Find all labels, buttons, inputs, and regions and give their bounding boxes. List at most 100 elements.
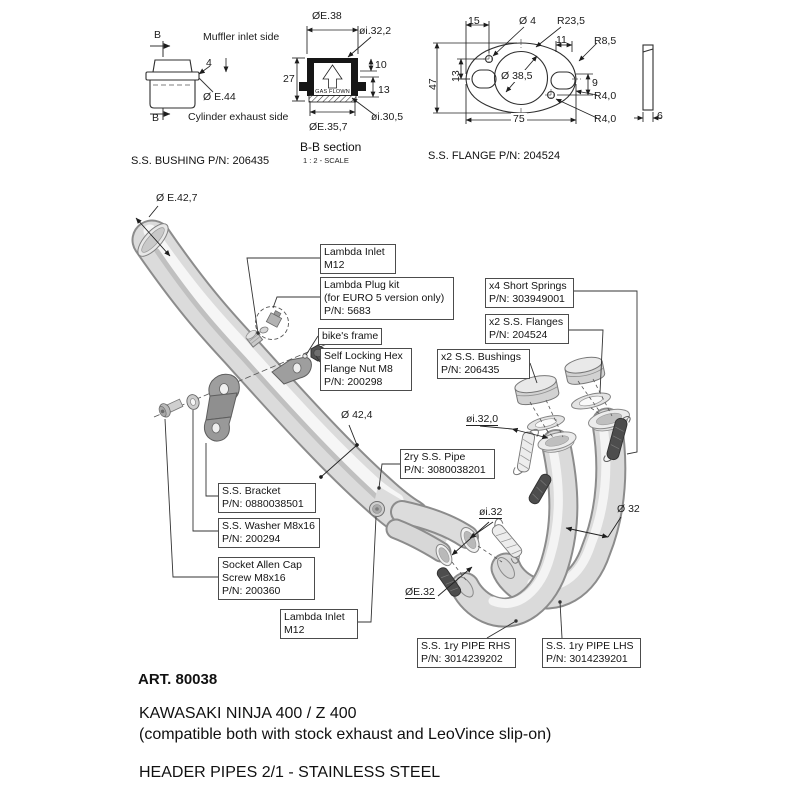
dim-e357: ØE.35,7 <box>309 121 348 133</box>
dim-32: Ø 32 <box>617 503 640 515</box>
pipe-mount-tab <box>271 356 312 385</box>
bb-dimensions <box>292 26 379 117</box>
callout-line: S.S. 1ry PIPE RHS <box>421 640 511 652</box>
dim-e38: ØE.38 <box>312 10 342 22</box>
flange-caption: S.S. FLANGE P/N: 204524 <box>428 150 561 162</box>
collector-port-lower <box>435 543 453 567</box>
callout-ss-flanges: x2 S.S. Flanges P/N: 204524 <box>485 314 569 344</box>
lambda-boss-upper <box>245 329 264 348</box>
spring-dark-2 <box>436 567 462 597</box>
callout-ss-washer: S.S. Washer M8x16 P/N: 200294 <box>218 518 320 548</box>
callout-line: M12 <box>284 624 305 636</box>
callout-secondary-pipe: 2ry S.S. Pipe P/N: 3080038201 <box>400 449 495 479</box>
compatibility-line: (compatible both with stock exhaust and … <box>139 726 552 743</box>
callout-line: (for EURO 5 version only) <box>324 292 445 304</box>
spring-outlined-1 <box>513 428 539 476</box>
lambda-boss-lower <box>369 501 385 517</box>
dim-10: 10 <box>375 59 387 71</box>
lambda-plug-detail-circle <box>255 306 289 340</box>
flange-side-view <box>634 44 662 122</box>
ss-bushing-right <box>564 356 606 385</box>
callout-line: Lambda Inlet <box>324 246 385 258</box>
dim-15: 15 <box>468 15 480 27</box>
callout-line: Socket Allen Cap <box>222 559 302 571</box>
callout-line: Lambda Plug kit <box>324 279 400 291</box>
section-line-b <box>150 41 171 120</box>
callout-line: P/N: 200294 <box>222 533 281 545</box>
dim-center-dia: Ø 38,5 <box>499 70 535 82</box>
ss-bracket-part <box>203 373 240 442</box>
bracket-assembly <box>153 340 335 442</box>
lambda-plug-washer <box>259 326 269 334</box>
bushing-side-view <box>145 41 229 120</box>
callout-line: P/N: 0880038501 <box>222 498 304 510</box>
dim-r85: R8,5 <box>594 35 617 47</box>
collector-y <box>372 486 480 567</box>
callout-ss-bracket: S.S. Bracket P/N: 0880038501 <box>218 483 316 513</box>
callout-socket-screw: Socket Allen Cap Screw M8x16 P/N: 200360 <box>218 557 315 600</box>
dim-13: 13 <box>378 84 390 96</box>
dim-424: Ø 42,4 <box>341 409 373 421</box>
lambda-plug-part <box>265 310 283 328</box>
spring-outlined-2 <box>491 518 523 564</box>
dim-r40-2: R4,0 <box>594 113 617 125</box>
callout-line: Flange Nut M8 <box>324 363 393 375</box>
art-number: ART. 80038 <box>138 671 218 688</box>
callout-line: Screw M8x16 <box>222 572 286 584</box>
callout-line: P/N: 303949001 <box>489 293 565 305</box>
callout-short-springs: x4 Short Springs P/N: 303949001 <box>485 278 574 308</box>
callout-lambda-plug-kit: Lambda Plug kit (for EURO 5 version only… <box>320 277 454 320</box>
callout-line: P/N: 204524 <box>489 329 548 341</box>
primary-pipe-rhs <box>450 429 579 628</box>
dim-outer-dia-e44: Ø E.44 <box>203 91 236 103</box>
dim-r235: R23,5 <box>557 15 586 27</box>
dim-i32: øi.32 <box>479 506 503 519</box>
dim-13-flange: 13 <box>450 70 462 82</box>
cylinder-side-label: Cylinder exhaust side <box>188 111 289 123</box>
section-marker-top: B <box>154 29 162 41</box>
bb-section-view <box>292 26 379 117</box>
callout-line: P/N: 3014239202 <box>421 653 503 665</box>
callout-primary-pipe-lhs: S.S. 1ry PIPE LHS P/N: 3014239201 <box>542 638 641 668</box>
primary-pipe-lhs-end <box>497 557 515 579</box>
dim-i322: øi.32,2 <box>359 25 392 37</box>
bushing-caption: S.S. BUSHING P/N: 206435 <box>131 155 270 167</box>
ss-bushing-left <box>514 375 560 406</box>
dim-i305: øi.30,5 <box>371 111 404 123</box>
callout-bikes-frame: bike's frame <box>318 328 383 345</box>
leader-dots <box>256 331 562 623</box>
callout-line: P/N: 200298 <box>324 376 383 388</box>
callout-primary-pipe-rhs: S.S. 1ry PIPE RHS P/N: 3014239202 <box>417 638 516 668</box>
bb-section-caption: B-B section <box>300 140 362 154</box>
section-marker-bottom: B <box>152 112 160 124</box>
callout-self-locking-nut: Self Locking Hex Flange Nut M8 P/N: 2002… <box>320 348 412 391</box>
callout-line: x2 S.S. Bushings <box>441 351 521 363</box>
dim-hole-dia: Ø 4 <box>519 15 536 27</box>
callout-line: Self Locking Hex <box>324 350 403 362</box>
callout-line: P/N: 5683 <box>324 305 371 317</box>
dim-9: 9 <box>592 77 598 89</box>
washer <box>186 394 200 410</box>
callout-leaders <box>164 257 638 639</box>
callout-line: S.S. Bracket <box>222 485 281 497</box>
dim-6: 6 <box>657 110 663 122</box>
dim-47: 47 <box>427 78 439 90</box>
callout-line: S.S. 1ry PIPE LHS <box>546 640 634 652</box>
callout-line: Lambda Inlet <box>284 611 345 623</box>
dim-flange-step: 4 <box>206 57 212 69</box>
callout-line: x4 Short Springs <box>489 280 567 292</box>
allen-screw <box>158 398 184 418</box>
dim-75: 75 <box>511 113 527 125</box>
callout-lambda-inlet-bottom: Lambda Inlet M12 <box>280 609 358 639</box>
callout-line: M12 <box>324 259 345 271</box>
callout-line: P/N: 3080038201 <box>404 464 486 476</box>
callout-ss-bushings: x2 S.S. Bushings P/N: 206435 <box>437 349 530 379</box>
dim-11: 11 <box>556 34 567 46</box>
callout-line: 2ry S.S. Pipe <box>404 451 466 463</box>
dim-e32: ØE.32 <box>405 586 435 599</box>
product-line: HEADER PIPES 2/1 - STAINLESS STEEL <box>139 764 441 781</box>
callout-lambda-inlet-top: Lambda Inlet M12 <box>320 244 396 274</box>
spring-dark-1 <box>528 473 552 505</box>
callout-line: x2 S.S. Flanges <box>489 316 564 328</box>
